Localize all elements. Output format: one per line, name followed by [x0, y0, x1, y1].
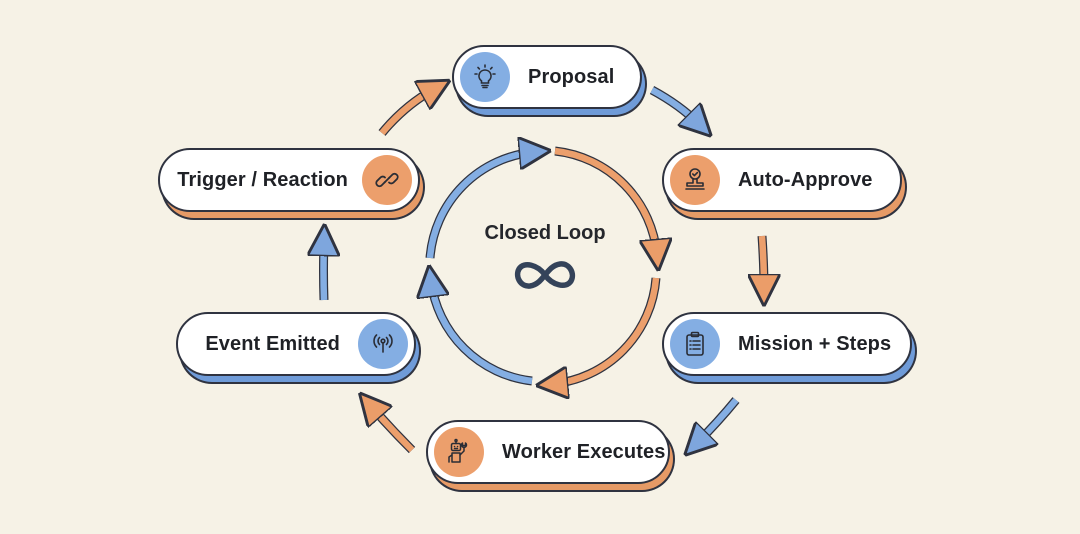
center-label-group: Closed Loop	[470, 222, 620, 295]
stamp-badge	[670, 155, 720, 205]
lightbulb-badge	[460, 52, 510, 102]
loop-arc-top-left	[425, 152, 535, 259]
arrow-proposal-to-approve	[649, 86, 700, 125]
node-worker-executes: Worker Executes	[426, 420, 670, 484]
chain-link-icon	[375, 172, 399, 188]
loop-arc-bottom-right	[552, 277, 661, 384]
infinity-icon	[514, 261, 576, 289]
robot-badge	[434, 427, 484, 477]
broadcast-antenna-icon	[373, 334, 393, 353]
diagram-title: Closed Loop	[484, 222, 606, 244]
clipboard-list-icon	[686, 331, 704, 356]
robot-wrench-icon	[448, 438, 468, 463]
broadcast-badge	[358, 319, 408, 369]
link-badge	[362, 155, 412, 205]
stamp-icon	[685, 168, 705, 190]
node-proposal: Proposal	[452, 45, 642, 109]
lightbulb-icon	[474, 64, 496, 89]
node-label: Event Emitted	[205, 332, 340, 355]
arrow-worker-to-event	[370, 405, 416, 454]
node-event-emitted: Event Emitted	[176, 312, 416, 376]
node-label: Mission + Steps	[738, 332, 892, 355]
node-mission-steps: Mission + Steps	[662, 312, 912, 376]
node-label: Auto-Approve	[738, 168, 873, 191]
loop-arc-top-right	[554, 146, 657, 255]
arrow-approve-to-mission	[762, 235, 764, 290]
arrow-mission-to-worker	[696, 397, 740, 444]
clipboard-badge	[670, 319, 720, 369]
loop-arc-bottom-left	[431, 281, 533, 386]
node-trigger-reaction: Trigger / Reaction	[158, 148, 420, 212]
arrow-trigger-to-proposal	[378, 88, 436, 136]
node-label: Proposal	[528, 65, 615, 88]
arrow-event-to-trigger	[324, 240, 325, 301]
node-label: Worker Executes	[502, 440, 666, 463]
node-auto-approve: Auto-Approve	[662, 148, 902, 212]
node-label: Trigger / Reaction	[177, 168, 348, 191]
